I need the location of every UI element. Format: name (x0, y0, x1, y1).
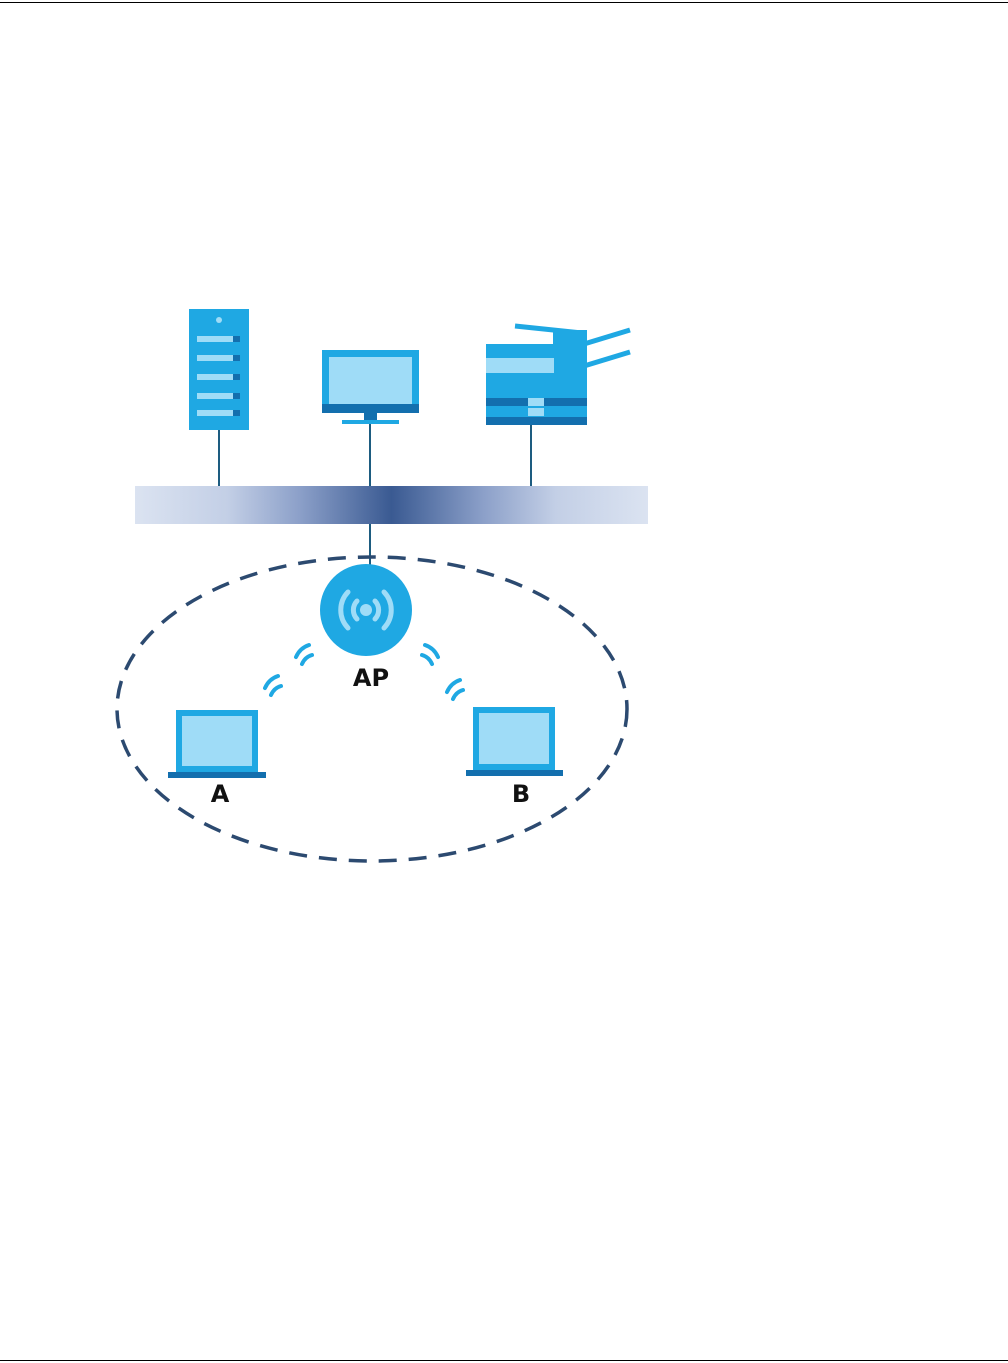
server-icon (189, 309, 249, 430)
laptop-icon (466, 707, 563, 776)
printer-icon (486, 326, 630, 425)
signal-waves-left (265, 645, 312, 695)
access-point-label: AP (353, 664, 389, 692)
client-b-label: B (512, 780, 530, 808)
signal-waves-right (422, 645, 463, 699)
laptop-icon (168, 710, 266, 778)
client-a-label: A (211, 780, 230, 808)
network-bus (135, 486, 648, 524)
desktop-monitor-icon (322, 350, 419, 424)
access-point (320, 564, 412, 656)
